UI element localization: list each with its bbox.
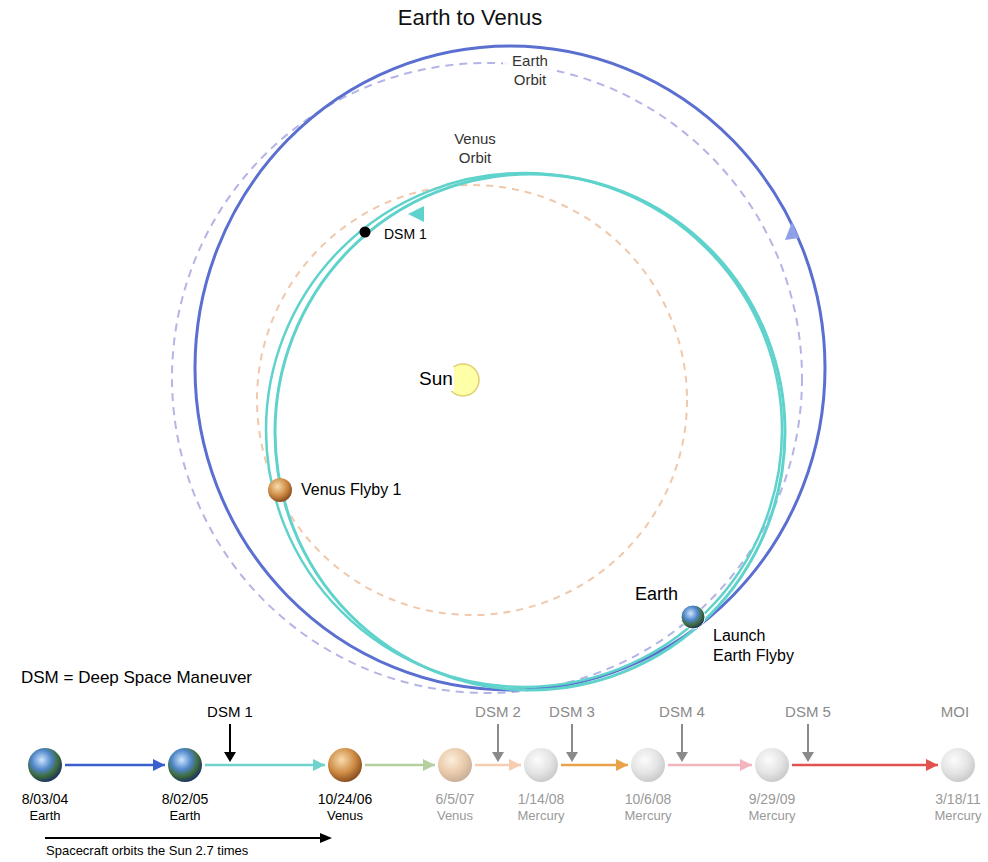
- earth-planet: [681, 605, 705, 629]
- direction-arrow: [408, 206, 424, 222]
- span-arrow: [45, 837, 322, 839]
- event-label: Launch Earth Flyby: [712, 626, 804, 666]
- mercury-event: 10/6/08Mercury: [630, 747, 666, 783]
- event-caption: 8/02/05Earth: [162, 791, 209, 823]
- event-body: Venus: [436, 808, 475, 824]
- event-body: Earth: [22, 808, 69, 824]
- planet-disc: [168, 748, 202, 782]
- legend-note: DSM = Deep Space Maneuver: [20, 667, 253, 688]
- trajectory-loop: [266, 173, 782, 687]
- venus-orbit: [257, 185, 687, 615]
- event-caption: 9/29/09Mercury: [749, 791, 796, 823]
- event-date: 9/29/09: [749, 791, 796, 808]
- event-body: Venus: [318, 808, 373, 824]
- event-body: Mercury: [625, 808, 672, 824]
- event-body: Mercury: [749, 808, 796, 824]
- event-caption: 10/6/08Mercury: [625, 791, 672, 823]
- planet-disc: [524, 748, 558, 782]
- event-body: Mercury: [935, 808, 982, 824]
- event-date: 10/24/06: [318, 791, 373, 808]
- event-caption: 3/18/11Mercury: [935, 791, 982, 823]
- venus-event: 10/24/06Venus: [327, 747, 363, 783]
- timeline-arrow: [792, 764, 938, 767]
- insertion-label: MOI: [940, 703, 970, 722]
- planet-icon: [630, 747, 666, 783]
- span-arrow: [320, 833, 332, 843]
- event-date: 8/03/04: [22, 791, 69, 808]
- maneuver-pointer: [229, 724, 231, 754]
- event-body: Mercury: [518, 808, 565, 824]
- timeline-arrow: [475, 764, 521, 767]
- timeline-arrow: [561, 764, 628, 767]
- planet-disc: [328, 748, 362, 782]
- orbit-label: Earth Orbit: [503, 52, 557, 90]
- planet-disc: [28, 748, 62, 782]
- timeline-arrow: [365, 764, 435, 767]
- maneuver-label: DSM 1: [206, 703, 254, 722]
- venus-planet: [268, 478, 292, 502]
- earth-event: 8/02/05Earth: [167, 747, 203, 783]
- event-caption: 1/14/08Mercury: [518, 791, 565, 823]
- planet-icon: [940, 747, 976, 783]
- span-note: Spacecraft orbits the Sun 2.7 times: [45, 843, 249, 859]
- earth-orbit: [172, 63, 802, 693]
- maneuver-label: DSM 5: [784, 703, 832, 722]
- maneuver-label: DSM 2: [474, 703, 522, 722]
- diagram-title: Earth to Venus: [397, 4, 543, 32]
- event-caption: 8/03/04Earth: [22, 791, 69, 823]
- planet-icon: [167, 747, 203, 783]
- event-date: 10/6/08: [625, 791, 672, 808]
- event-caption: 6/5/07Venus: [436, 791, 475, 823]
- maneuver-dot: [360, 227, 371, 238]
- maneuver-label: DSM 3: [548, 703, 596, 722]
- event-caption: 10/24/06Venus: [318, 791, 373, 823]
- maneuver-label: DSM 4: [658, 703, 706, 722]
- mercury-event: 1/14/08Mercury: [523, 747, 559, 783]
- trajectory-loop: [195, 46, 825, 690]
- event-body: Earth: [162, 808, 209, 824]
- planet-label: Earth: [634, 583, 679, 606]
- event-date: 3/18/11: [935, 791, 982, 808]
- event-date: 6/5/07: [436, 791, 475, 808]
- timeline-arrow: [668, 764, 752, 767]
- planet-disc: [755, 748, 789, 782]
- planet-icon: [327, 747, 363, 783]
- orbit-label: Venus Orbit: [446, 130, 504, 168]
- flyby-label: Venus Flyby 1: [300, 480, 403, 500]
- mercury-event: 9/29/09Mercury: [754, 747, 790, 783]
- planet-icon: [27, 747, 63, 783]
- venus-event: 6/5/07Venus: [437, 747, 473, 783]
- earth-event: 8/03/04Earth: [27, 747, 63, 783]
- maneuver-label: DSM 1: [383, 226, 428, 244]
- planet-disc: [631, 748, 665, 782]
- direction-arrow: [785, 222, 799, 240]
- planet-disc: [941, 748, 975, 782]
- sun-label: Sun: [418, 367, 454, 391]
- planet-icon: [523, 747, 559, 783]
- planet-icon: [754, 747, 790, 783]
- mercury-event: 3/18/11Mercury: [940, 747, 976, 783]
- event-date: 1/14/08: [518, 791, 565, 808]
- maneuver-pointer: [224, 752, 236, 762]
- planet-disc: [438, 748, 472, 782]
- timeline-arrow: [205, 764, 325, 767]
- event-date: 8/02/05: [162, 791, 209, 808]
- planet-icon: [437, 747, 473, 783]
- timeline-arrow: [65, 764, 165, 767]
